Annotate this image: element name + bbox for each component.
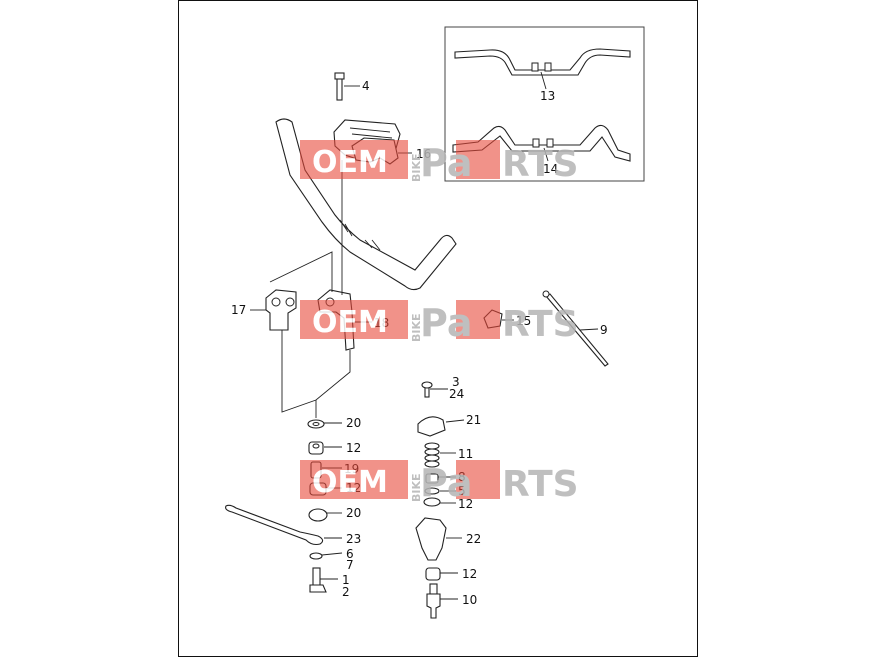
watermark-pa: Pa xyxy=(420,461,472,505)
callout-12a: 12 xyxy=(346,441,361,455)
callout-14: 14 xyxy=(543,162,558,176)
watermark-1: OEM BIKE Pa RTS xyxy=(300,140,579,185)
watermark-rts: RTS xyxy=(502,304,579,345)
callout-12c: 12 xyxy=(458,497,473,511)
callout-9: 9 xyxy=(600,323,608,337)
callout-3: 3 xyxy=(452,375,460,389)
callout-16: 16 xyxy=(416,147,431,161)
watermark-bike: BIKE xyxy=(410,153,423,182)
callout-2: 2 xyxy=(342,585,350,599)
cable-9 xyxy=(542,290,609,367)
callout-20a: 20 xyxy=(346,416,361,430)
left-parts-stack xyxy=(225,419,328,593)
callout-4: 4 xyxy=(362,79,370,93)
callout-17: 17 xyxy=(231,303,246,317)
watermark-bike: BIKE xyxy=(410,313,423,342)
watermark-oem: OEM xyxy=(312,305,388,340)
watermark-pa: Pa xyxy=(420,141,472,185)
callout-22: 22 xyxy=(466,532,481,546)
callout-21: 21 xyxy=(466,413,481,427)
callout-24: 24 xyxy=(449,387,464,401)
riser-17 xyxy=(265,289,297,331)
right-parts-stack xyxy=(415,381,447,619)
handlebar-option-13 xyxy=(454,48,631,90)
callout-12d: 12 xyxy=(462,567,477,581)
callout-6: 6 xyxy=(346,547,354,561)
watermark-oem: OEM xyxy=(312,465,388,500)
callout-1: 1 xyxy=(342,573,350,587)
watermark-pa: Pa xyxy=(420,301,472,345)
callout-7: 7 xyxy=(346,558,354,572)
callout-20b: 20 xyxy=(346,506,361,520)
callout-23: 23 xyxy=(346,532,361,546)
watermark-rts: RTS xyxy=(502,464,579,505)
callout-10: 10 xyxy=(462,593,477,607)
callout-15: 15 xyxy=(516,314,531,328)
watermark-oem: OEM xyxy=(312,145,388,180)
handlebar-main xyxy=(275,118,457,291)
watermark-2: OEM BIKE Pa RTS xyxy=(300,300,579,345)
watermark-3: OEM BIKE Pa RTS xyxy=(300,460,579,505)
assembly-lines xyxy=(269,160,351,418)
handlebar-option-14 xyxy=(452,124,631,162)
callout-11: 11 xyxy=(458,447,473,461)
watermark-rts: RTS xyxy=(502,144,579,185)
callout-13: 13 xyxy=(540,89,555,103)
spring-11 xyxy=(424,442,440,468)
watermark-bike: BIKE xyxy=(410,473,423,502)
